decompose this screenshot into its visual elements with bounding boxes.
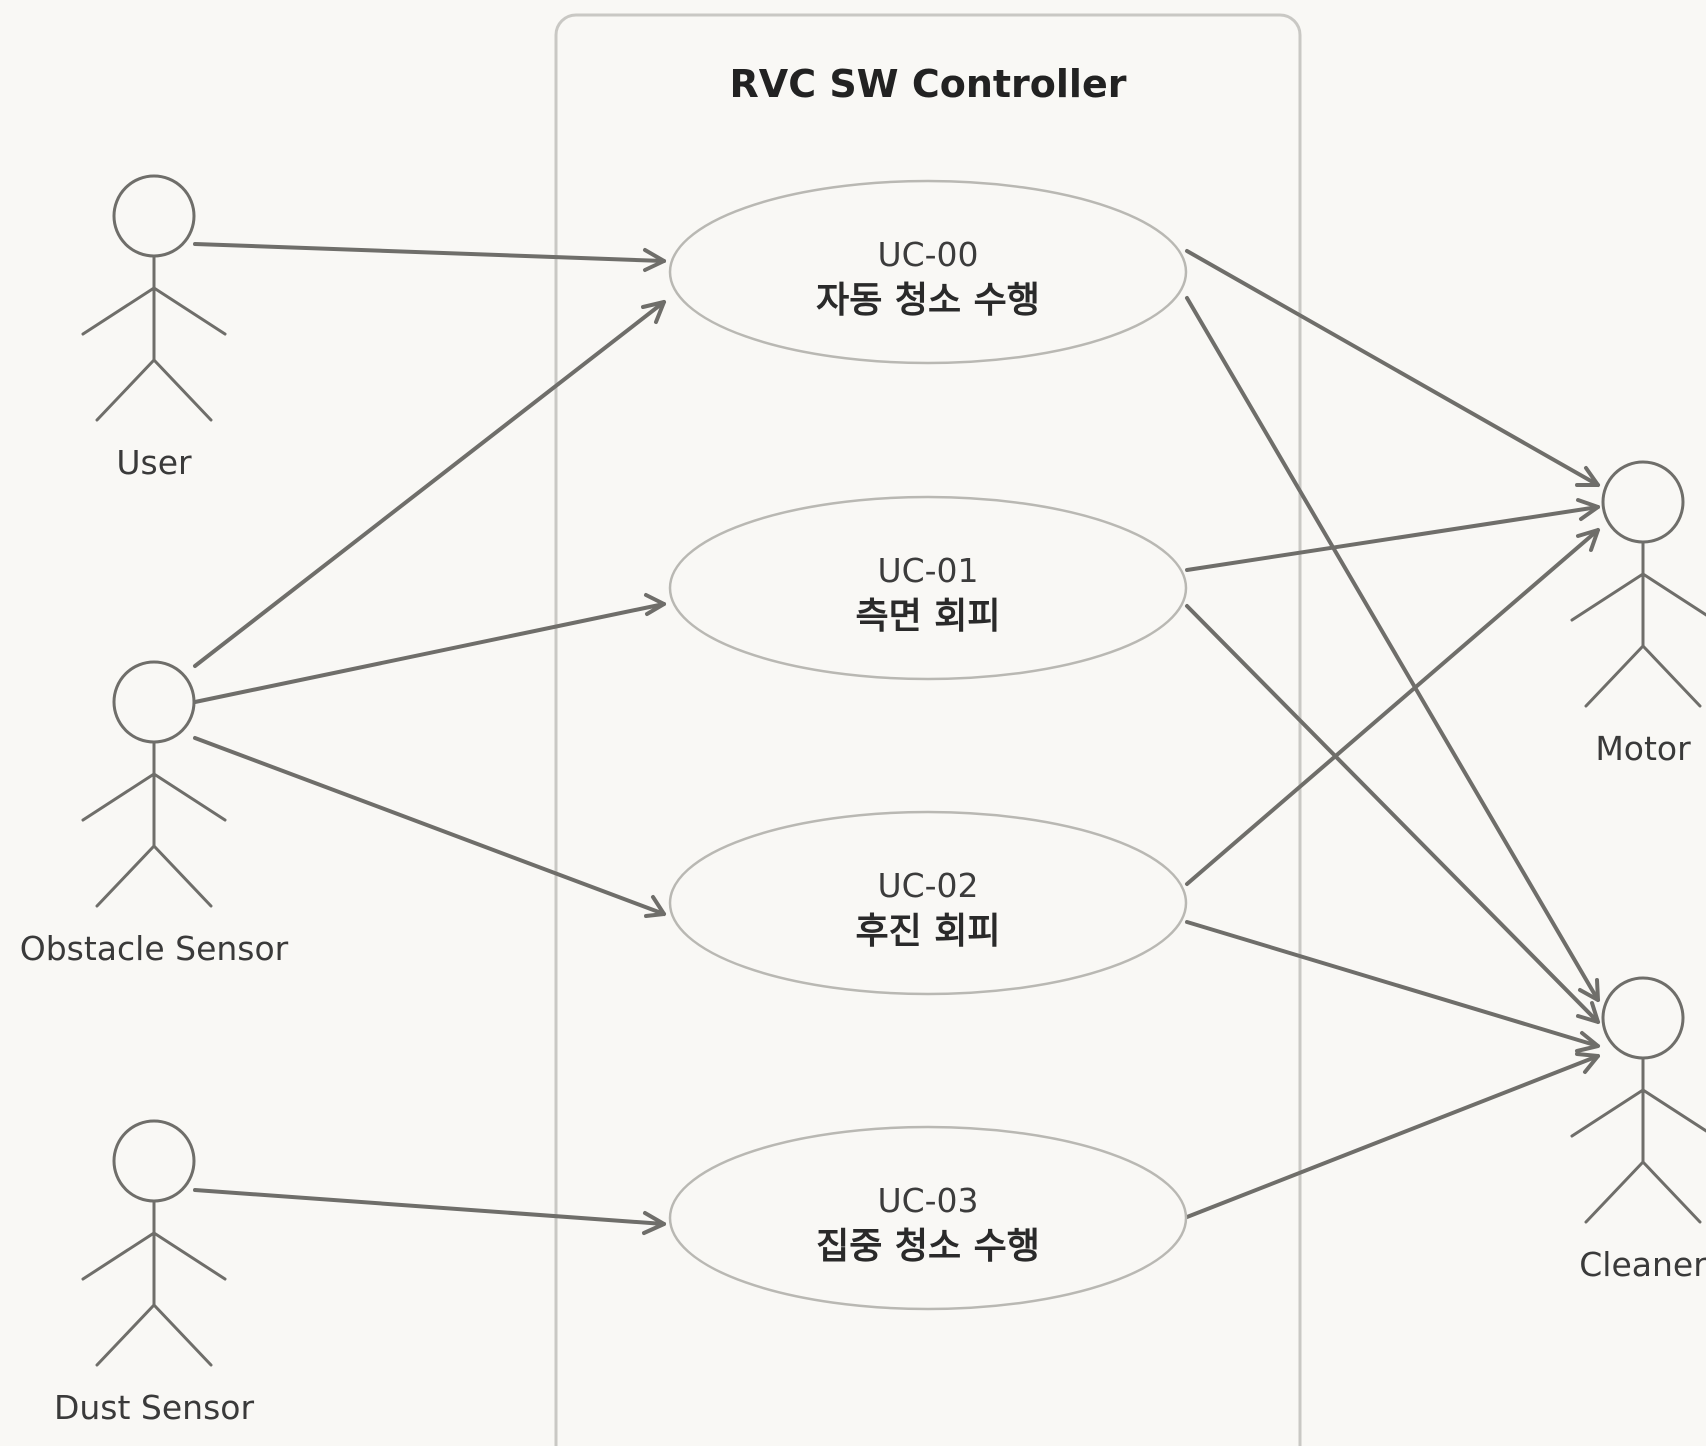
actor-label: Obstacle Sensor <box>20 929 289 968</box>
association-uc00-motor <box>1185 249 1600 487</box>
association-uc02-cleaner <box>1185 920 1600 1053</box>
association-uc01-cleaner <box>1185 604 1600 1024</box>
association-user-uc00 <box>193 242 666 272</box>
association-dust-uc03 <box>193 1188 666 1235</box>
actor-motor[interactable]: Motor <box>1570 460 1706 768</box>
association-uc00-cleaner <box>1185 296 1600 1002</box>
actor-dust-sensor[interactable]: Dust Sensor <box>54 1119 254 1427</box>
actor-cleaner[interactable]: Cleaner <box>1570 976 1706 1284</box>
association-uc01-motor <box>1185 498 1600 572</box>
use-case-ellipse <box>668 1125 1188 1311</box>
use-case-uc-03[interactable]: UC-03 집중 청소 수행 <box>668 1125 1188 1311</box>
association-obstacle-uc00 <box>193 300 666 668</box>
use-case-id: UC-02 <box>877 866 978 905</box>
stick-figure-icon <box>81 174 227 422</box>
actor-label: User <box>116 443 192 482</box>
stick-figure-icon <box>1570 460 1706 708</box>
use-case-name: 측면 회피 <box>855 596 1000 637</box>
actor-obstacle-sensor[interactable]: Obstacle Sensor <box>20 660 289 968</box>
stick-figure-icon <box>81 1119 227 1367</box>
association-obstacle-uc01 <box>193 593 666 704</box>
use-case-ellipse <box>668 495 1188 681</box>
association-obstacle-uc02 <box>193 736 666 918</box>
use-case-id: UC-00 <box>877 235 978 274</box>
actor-label: Motor <box>1595 729 1691 768</box>
association-uc02-motor <box>1185 528 1600 886</box>
actor-label: Dust Sensor <box>54 1388 254 1427</box>
use-case-name: 집중 청소 수행 <box>816 1226 1040 1267</box>
use-case-id: UC-03 <box>877 1181 978 1220</box>
use-case-name: 후진 회피 <box>855 911 1000 952</box>
stick-figure-icon <box>81 660 227 908</box>
system-title: RVC SW Controller <box>730 62 1127 106</box>
use-case-id: UC-01 <box>877 551 978 590</box>
actor-user[interactable]: User <box>81 174 227 482</box>
association-uc03-cleaner <box>1185 1052 1600 1219</box>
system-boundary: RVC SW Controller <box>554 13 1302 1446</box>
system-boundary-box <box>554 13 1302 1446</box>
use-case-uc-02[interactable]: UC-02 후진 회피 <box>668 810 1188 996</box>
use-case-uc-01[interactable]: UC-01 측면 회피 <box>668 495 1188 681</box>
stick-figure-icon <box>1570 976 1706 1224</box>
actor-label: Cleaner <box>1579 1245 1706 1284</box>
use-case-name: 자동 청소 수행 <box>816 280 1040 321</box>
use-case-ellipse <box>668 179 1188 365</box>
use-case-uc-00[interactable]: UC-00 자동 청소 수행 <box>668 179 1188 365</box>
associations <box>193 242 1600 1235</box>
use-case-ellipse <box>668 810 1188 996</box>
